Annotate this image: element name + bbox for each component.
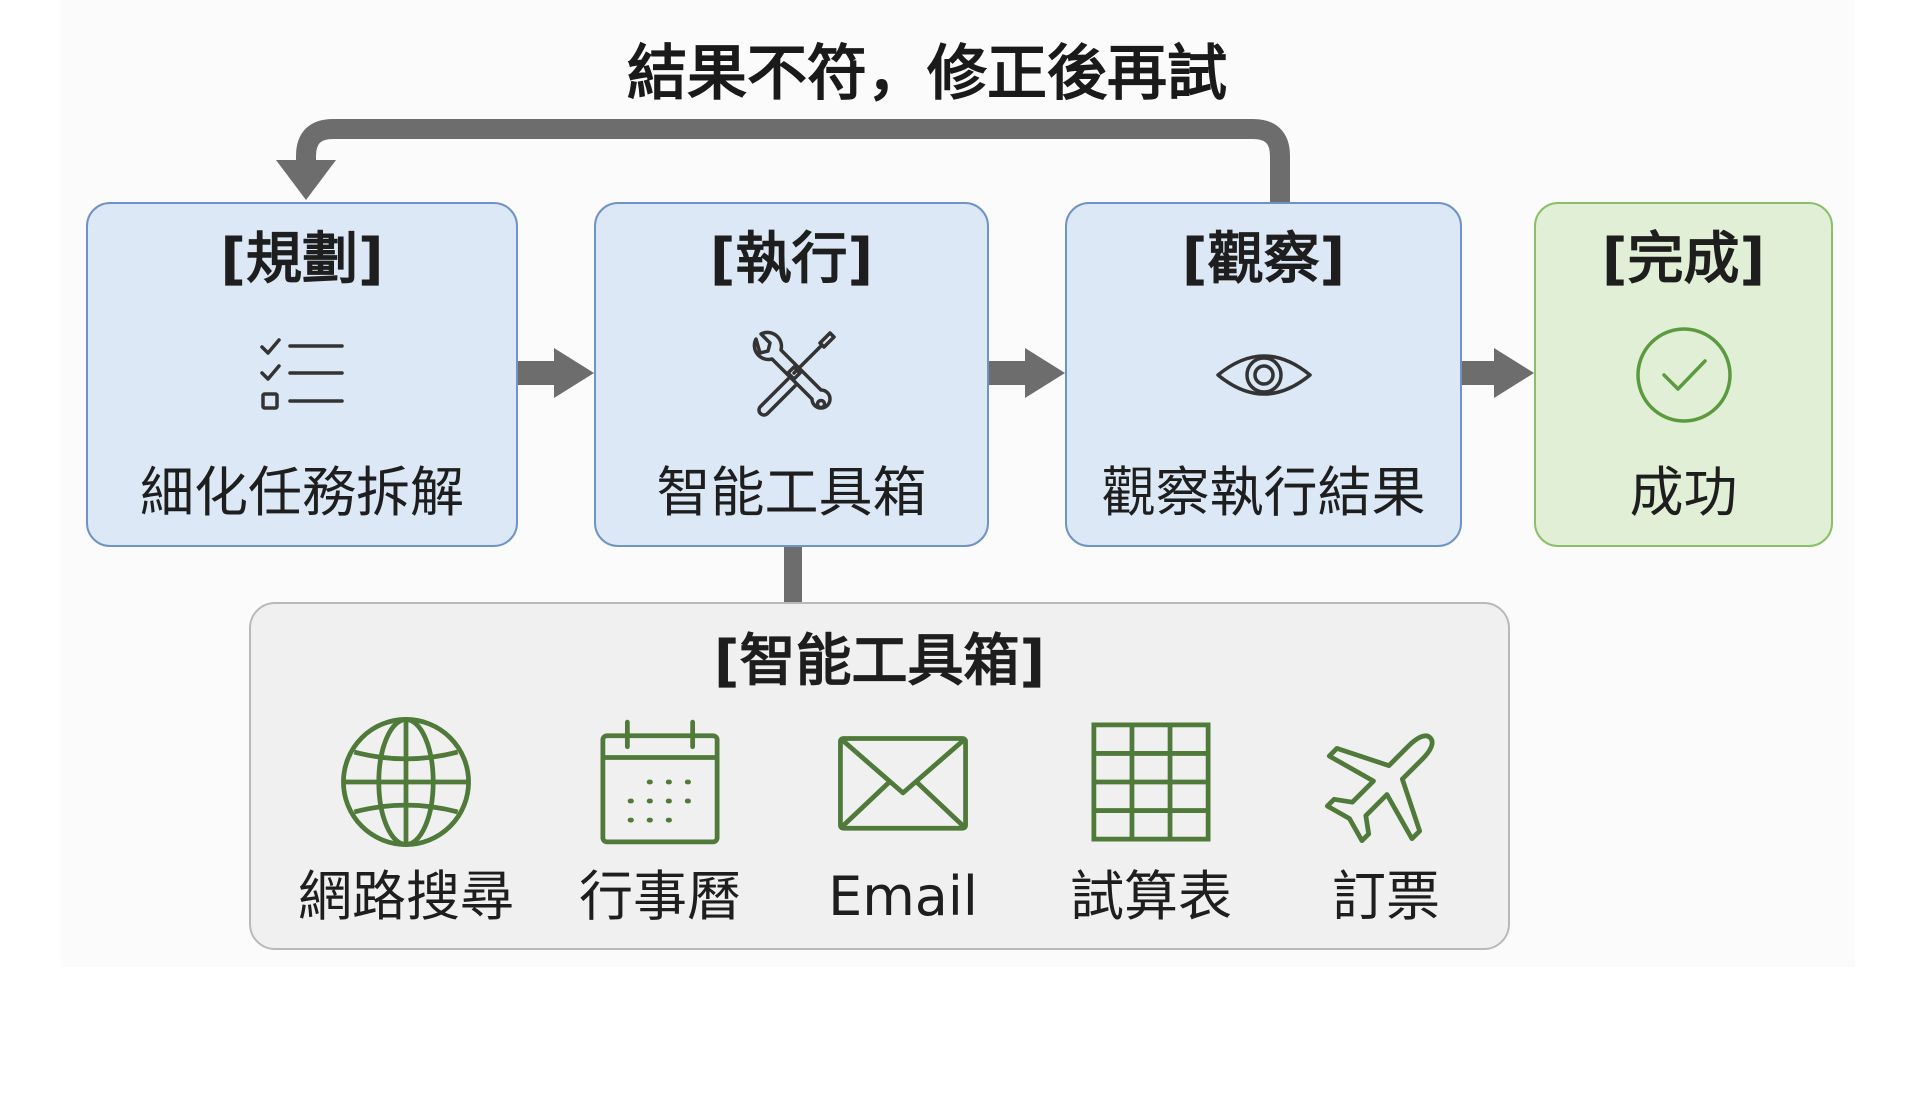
tool-web-search-label: 網路搜尋 [298,865,514,928]
airplane-icon [1318,714,1454,850]
tool-email-label: Email [828,865,978,928]
check-circle-icon [1634,325,1734,425]
tool-email: Email [783,714,1023,939]
arrow-plan-to-execute [518,348,594,398]
step-observe-title: [觀察] [1181,227,1346,292]
tool-calendar-label: 行事曆 [579,865,741,928]
tool-spreadsheet: 試算表 [1031,714,1271,939]
retry-loop-arrow [296,119,1290,204]
arrow-observe-to-done [1462,348,1534,398]
tool-spreadsheet-label: 試算表 [1070,865,1232,928]
step-observe-label: 觀察執行結果 [1101,461,1426,524]
toolbox-title: [智能工具箱] [713,629,1046,694]
step-done: [完成] 成功 [1534,202,1833,547]
step-execute-label: 智能工具箱 [656,461,927,524]
step-execute-title: [執行] [709,227,874,292]
step-observe: [觀察] 觀察執行結果 [1065,202,1462,547]
tool-calendar: 行事曆 [540,714,780,939]
envelope-icon [835,714,971,850]
tool-booking-label: 訂票 [1332,865,1440,928]
step-plan-label: 細化任務拆解 [140,461,464,524]
arrow-execute-to-observe [989,348,1065,398]
globe-icon [338,714,474,850]
toolbox-panel: [智能工具箱] 網路搜尋 [249,602,1510,950]
eye-icon [1214,325,1314,425]
spreadsheet-grid-icon [1083,714,1219,850]
step-plan-title: [規劃] [220,227,384,292]
step-execute: [執行] 智能工具箱 [594,202,989,547]
tool-web-search: 網路搜尋 [286,714,526,939]
retry-loop-label: 結果不符，修正後再試 [627,39,1227,109]
step-plan: [規劃] 細化任務拆解 [86,202,518,547]
wrench-screwdriver-icon [742,325,842,425]
tool-booking: 訂票 [1266,714,1506,939]
execute-toolbox-connector [784,546,802,604]
retry-loop-arrowhead [276,160,336,200]
calendar-icon [592,714,728,850]
step-done-label: 成功 [1629,461,1738,524]
checklist-icon [252,325,352,425]
step-done-title: [完成] [1601,227,1766,292]
